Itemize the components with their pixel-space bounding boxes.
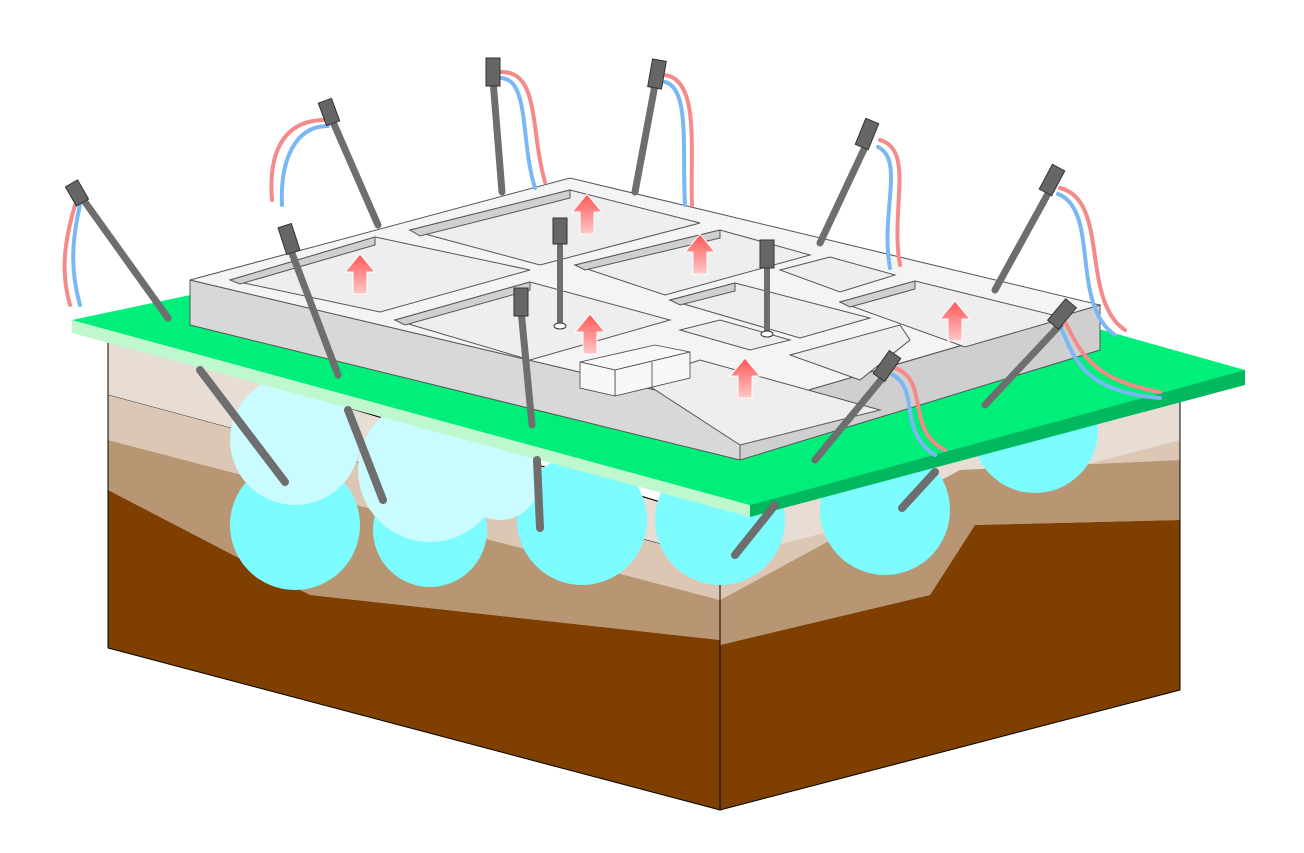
grout-bulb (517, 455, 647, 585)
foundation-slab (189, 177, 1102, 461)
soil-right-mid-layer (720, 440, 1180, 600)
injection-pipe-icon (277, 222, 342, 379)
injection-pipe-icon (811, 349, 947, 464)
injection-pipe-icon (816, 117, 902, 270)
pit (778, 256, 897, 293)
injection-pipe-icon (991, 163, 1127, 337)
pit (678, 319, 792, 351)
soil-right-lower-layer (720, 460, 1180, 645)
slab-blocks (579, 344, 691, 397)
pit (788, 324, 911, 381)
injection-pipe-icon (981, 298, 1162, 409)
grout-bulb (230, 375, 360, 505)
injection-pipe-icon (631, 58, 694, 207)
soil-right-bedrock (720, 520, 1180, 810)
injection-pipe-icon (513, 287, 536, 429)
injection-pipe-icon (485, 57, 547, 196)
grout-bulb (460, 440, 540, 520)
injection-pipe-icon (759, 239, 775, 338)
injection-pipe-icon (62, 179, 172, 322)
injection-pipe-icon (269, 97, 382, 229)
injection-pipe-icon (552, 217, 568, 330)
injection-pipes (62, 57, 1162, 464)
pipe-stubs-underground (196, 366, 939, 559)
